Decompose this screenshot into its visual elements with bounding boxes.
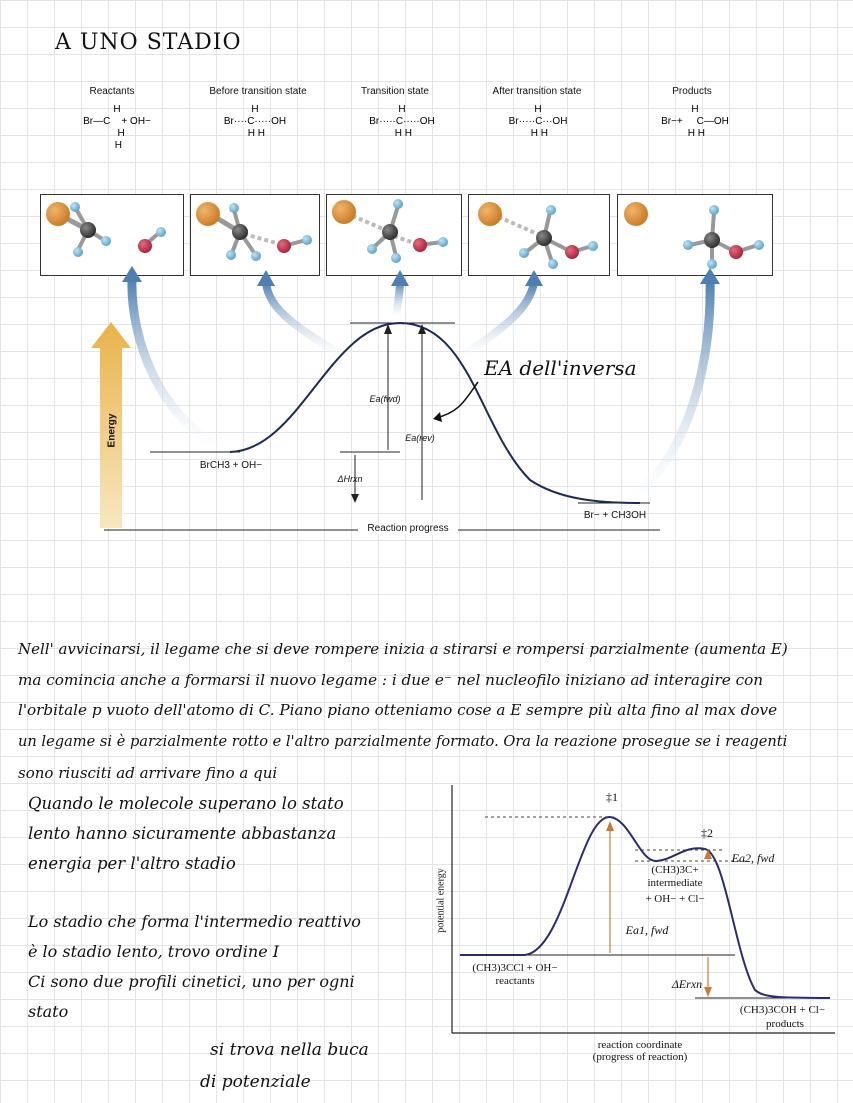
stage-label-reactants: Reactants — [89, 86, 135, 97]
stage-formula-products: H Br−+ C—OH H H — [661, 104, 729, 139]
reactants-line2: reactants — [495, 975, 535, 987]
stage-label-after-ts: After transition state — [492, 86, 582, 97]
ea-inverse-annotation: EA dell'inversa — [484, 356, 637, 380]
page-title: A UNO STADIO — [55, 30, 242, 55]
note-order-1: Lo stadio che forma l'intermedio reattiv… — [28, 912, 361, 931]
blue-arrow-1 — [127, 273, 233, 457]
note-slow-2: lento hanno sicuramente abbastanza — [28, 824, 337, 843]
note-slow-3: energia per l'altro stadio — [28, 854, 236, 873]
sn1-energy-diagram — [451, 785, 835, 1034]
sn2-energy-diagram — [46, 199, 764, 531]
intermediate-line1: (CH3)3C+ — [651, 864, 699, 876]
stage-formula-after-ts: H Br·····C···OH H H — [508, 104, 568, 139]
ts2-label: ‡2 — [701, 826, 713, 840]
de-label: ΔErxn — [671, 977, 703, 991]
products-line2: products — [766, 1018, 804, 1030]
note-order-3: Ci sono due profili cinetici, uno per og… — [28, 972, 355, 991]
sn1-x-axis-line2: (progress of reaction) — [592, 1051, 688, 1063]
stage-label-before-ts: Before transition state — [209, 86, 307, 97]
paragraph-line-1: Nell' avvicinarsi, il legame che si deve… — [18, 640, 788, 658]
stage-label-ts: Transition state — [361, 86, 429, 97]
ea2-label: Ea2, fwd — [731, 851, 775, 865]
blue-arrow-5 — [622, 279, 715, 506]
blue-arrow-2 — [262, 281, 353, 364]
dh-label: ΔHrxn — [337, 474, 363, 484]
blue-arrow-3 — [392, 281, 404, 319]
sn1-y-axis-label: potential energy — [435, 868, 447, 933]
paragraph-line-3: l'orbitale p vuoto dell'atomo di C. Pian… — [18, 701, 778, 719]
products-line1: (CH3)3COH + Cl− — [739, 1004, 826, 1016]
model-before-ts — [196, 202, 312, 261]
paragraph-line-2: ma comincia anche a formarsi il nuovo le… — [18, 671, 764, 689]
ea-fwd-label: Ea(fwd) — [369, 394, 401, 404]
model-reactants — [46, 202, 166, 257]
note-well-2: di potenziale — [200, 1072, 311, 1092]
ea1-label: Ea1, fwd — [625, 923, 669, 937]
ea-rev-label: Ea(rev) — [405, 433, 435, 443]
intermediate-line2: intermediate — [647, 877, 703, 889]
note-slow-1: Quando le molecole superano lo stato — [28, 794, 344, 813]
reactants-label: BrCH3 + OH− — [199, 460, 263, 471]
model-after-ts — [478, 202, 598, 269]
reactants-line1: (CH3)3CCl + OH− — [472, 962, 558, 974]
model-ts — [332, 199, 448, 263]
sn1-x-axis-line1: reaction coordinate — [597, 1039, 683, 1051]
stage-formula-before-ts: H Br····C·····OH H H — [223, 104, 287, 139]
ts1-label: ‡1 — [606, 790, 618, 804]
blue-arrow-4 — [457, 281, 538, 362]
stage-label-products: Products — [672, 86, 712, 97]
x-axis-label: Reaction progress — [358, 523, 458, 534]
note-order-4: stato — [28, 1002, 69, 1021]
stage-formula-reactants: H Br—C + OH− H H — [83, 104, 151, 151]
sn1-energy-curve — [460, 815, 831, 999]
sn2-energy-curve — [229, 321, 641, 504]
energy-axis-arrow — [91, 322, 131, 528]
paragraph-line-5: sono riusciti ad arrivare fino a qui — [18, 764, 278, 782]
note-well-1: si trova nella buca — [210, 1040, 369, 1060]
paragraph-line-4: un legame si è parzialmente rotto e l'al… — [18, 733, 788, 750]
model-products — [624, 202, 764, 269]
stage-formula-ts: H Br·····C·····OH H H — [369, 104, 435, 139]
note-order-2: è lo stadio lento, trovo ordine I — [28, 942, 280, 961]
products-label: Br− + CH3OH — [583, 510, 647, 521]
energy-axis-label: Energy — [106, 413, 118, 448]
intermediate-line3: + OH− + Cl− — [645, 893, 705, 905]
